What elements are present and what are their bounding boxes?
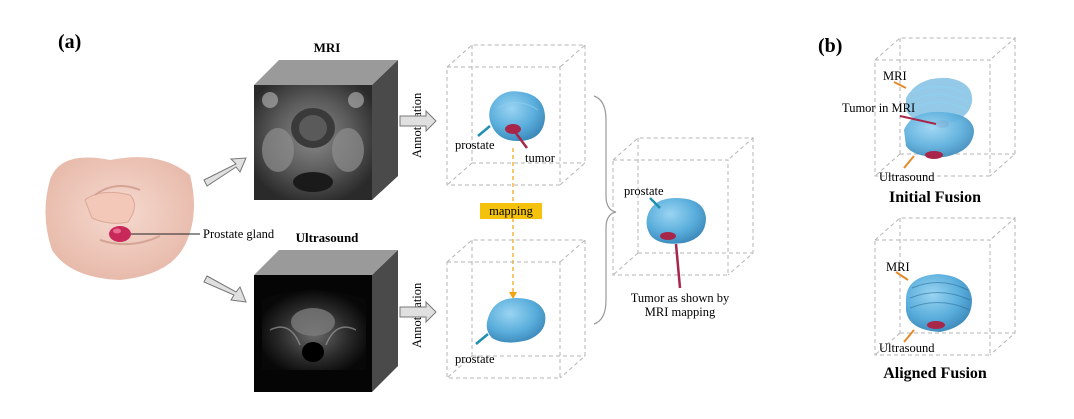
merge-brace (593, 95, 617, 325)
result-prostate-segmentation (646, 198, 706, 244)
mri-tumor-shape (505, 124, 521, 134)
mri-tumor-label: tumor (525, 151, 556, 165)
result-caption-line2: MRI mapping (645, 305, 716, 319)
prostate-gland-shape (109, 226, 131, 242)
tumor-in-mri-label: Tumor in MRI (842, 101, 915, 115)
us-prostate-label: prostate (455, 352, 495, 366)
us-prostate-segmentation (486, 298, 546, 343)
arrow-to-mri (203, 157, 247, 187)
result-prostate-label: prostate (624, 184, 664, 198)
prostate-gland-label: Prostate gland (203, 227, 275, 241)
us-annotation-box (446, 239, 587, 379)
ultrasound-title: Ultrasound (296, 230, 360, 245)
mri-prostate-segmentation (489, 91, 545, 142)
mapping-arrowhead (509, 292, 517, 299)
mri-prostate-label: prostate (455, 138, 495, 152)
result-tumor-shape (660, 232, 676, 240)
result-box (612, 137, 755, 276)
mapping-label: mapping (489, 204, 533, 218)
ultrasound-cube (254, 250, 398, 392)
initial-mri-label: MRI (883, 69, 907, 83)
initial-fusion-title: Initial Fusion (889, 189, 981, 206)
initial-fusion-box (874, 37, 1017, 177)
aligned-ultrasound-label: Ultrasound (879, 341, 935, 355)
result-caption-line1: Tumor as shown by (631, 291, 730, 305)
mri-annotation-box (446, 44, 587, 186)
mri-cube (254, 60, 398, 200)
initial-ultrasound-label: Ultrasound (879, 170, 935, 184)
arrow-to-ultrasound (203, 275, 247, 303)
annotation-arrow-us (399, 300, 437, 324)
pelvis-illustration (45, 157, 194, 280)
aligned-mri-label: MRI (886, 260, 910, 274)
aligned-fusion-title: Aligned Fusion (883, 365, 987, 382)
initial-fusion-shapes (904, 77, 974, 159)
mri-title: MRI (314, 40, 341, 55)
mapping-badge (480, 203, 542, 219)
annotation-arrow-mri (399, 109, 437, 133)
aligned-fusion-shapes (906, 274, 972, 332)
panel-b-label: (b) (818, 35, 842, 57)
panel-a-label: (a) (58, 31, 81, 53)
